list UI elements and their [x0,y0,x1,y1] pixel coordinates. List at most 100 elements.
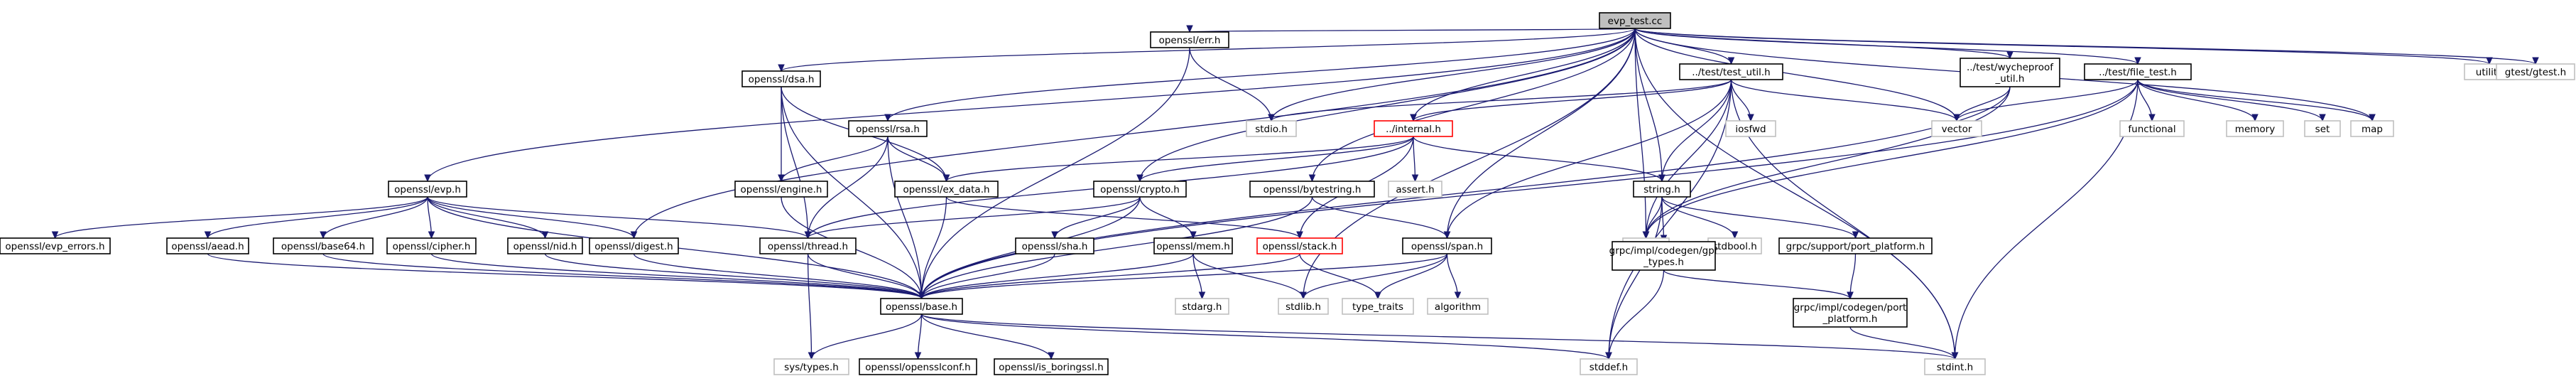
node-box [1427,298,1489,315]
dependency-edge [920,313,1609,360]
node-box [388,181,467,198]
dependency-edge [1192,253,1304,299]
node-exdata[interactable]: openssl/ex_data.h [894,181,999,198]
node-label: iosfwd [1735,124,1766,135]
dependency-edge [1413,28,1636,122]
dependency-edge [920,196,1313,299]
node-stringh[interactable]: string.h [1633,181,1691,198]
node-label: openssl/is_boringssl.h [999,362,1104,373]
node-nid[interactable]: openssl/nid.h [507,237,583,254]
node-span[interactable]: openssl/span.h [1402,237,1492,254]
node-assert: assert.h [1388,181,1442,198]
node-testutil[interactable]: ../test/test_util.h [1679,63,1783,80]
edge-arrowhead [51,231,59,240]
node-crypto[interactable]: openssl/crypto.h [1093,181,1187,198]
edge-arrowhead [1410,114,1417,122]
dependency-edge [633,28,1636,239]
edge-arrowhead [428,231,435,240]
node-label: evp_test.cc [1608,16,1663,27]
node-aead[interactable]: openssl/aead.h [166,237,249,254]
dependency-edge [781,86,923,299]
node-box [741,70,821,87]
node-bytestring[interactable]: openssl/bytestring.h [1249,181,1375,198]
dependency-edge [920,86,2011,299]
dependency-edge [207,196,428,239]
node-label: openssl/stack.h [1263,241,1337,252]
node-label: openssl/aead.h [171,241,244,252]
node-label: stdlib.h [1286,301,1321,313]
node-iosfwd: iosfwd [1725,120,1776,137]
dependency-edge [1634,28,2138,65]
node-codegenport[interactable]: grpc/impl/codegen/port_platform.h [1793,298,1908,328]
dependency-edge [920,196,947,299]
node-label: openssl/dsa.h [749,74,815,85]
node-isboring[interactable]: openssl/is_boringssl.h [994,358,1109,375]
node-portplat[interactable]: grpc/support/port_platform.h [1778,237,1933,254]
node-label: ../test/wycheproof [1967,62,2054,73]
node-label: stdbool.h [1712,241,1757,252]
node-stack[interactable]: openssl/stack.h [1256,237,1343,254]
edge-arrowhead [1443,231,1451,240]
dependency-edge [1645,79,2138,239]
edge-arrowhead [1268,114,1275,122]
edge-arrowhead [1605,352,1612,360]
dependency-edge [1139,28,1636,182]
dependency-edge [1413,79,1732,122]
dependency-edge [1446,79,1732,239]
node-label: ../test/file_test.h [2099,67,2177,78]
dependency-edge [807,253,813,360]
node-label: _util.h [1995,73,2025,85]
node-box [1778,237,1933,254]
node-thread[interactable]: openssl/thread.h [759,237,857,254]
node-engine[interactable]: openssl/engine.h [734,181,828,198]
dependency-edge [887,28,1636,122]
dependency-edge [54,196,428,239]
node-internal[interactable]: ../internal.h [1374,120,1453,137]
node-box [1402,237,1492,254]
node-filetest[interactable]: ../test/file_test.h [2084,63,2192,80]
node-cipher[interactable]: openssl/cipher.h [386,237,477,254]
node-evperrors[interactable]: openssl/evp_errors.h [0,237,111,254]
edge-arrowhead [1658,174,1665,183]
edge-arrowhead [778,174,785,183]
node-rsa[interactable]: openssl/rsa.h [848,120,928,137]
node-box [1633,181,1691,198]
dependency-edge [2137,79,2373,122]
node-label: openssl/digest.h [594,241,673,252]
dependency-edge [1849,326,1956,360]
edge-arrowhead [1953,114,1960,122]
node-box [386,237,477,254]
edge-arrowhead [1852,231,1859,240]
dependency-edge [1377,253,1448,299]
node-opensslconf[interactable]: openssl/opensslconf.h [859,358,977,375]
node-err[interactable]: openssl/err.h [1150,31,1229,48]
node-sha[interactable]: openssl/sha.h [1015,237,1094,254]
dependency-edge [1634,28,1957,122]
edge-arrowhead [1308,174,1316,183]
node-root[interactable]: evp_test.cc [1599,12,1671,29]
node-gprtypes[interactable]: grpc/impl/codegen/gpr_types.h [1609,241,1719,271]
node-evp[interactable]: openssl/evp.h [388,181,467,198]
dependency-edge [810,313,923,360]
dependency-edge [427,196,809,239]
node-label: openssl/thread.h [768,241,848,252]
node-label: grpc/support/port_platform.h [1786,241,1925,252]
node-base[interactable]: openssl/base.h [880,298,963,315]
node-dsa[interactable]: openssl/dsa.h [741,70,821,87]
node-label: grpc/impl/codegen/gpr [1609,245,1719,257]
dependency-edge [920,79,2138,299]
node-label: openssl/opensslconf.h [865,362,970,373]
node-base64[interactable]: openssl/base64.h [273,237,374,254]
node-label: openssl/err.h [1159,35,1221,46]
node-box [848,120,928,137]
node-wyche[interactable]: ../test/wycheproof_util.h [1960,58,2060,87]
dependency-edge [430,253,923,299]
dependency-edge [807,196,1141,239]
dependency-edge [887,136,947,182]
node-digest[interactable]: openssl/digest.h [589,237,679,254]
node-box [1960,58,2060,87]
dependency-edge [1299,253,1379,299]
node-box [2304,120,2341,137]
node-mem[interactable]: openssl/mem.h [1153,237,1233,254]
dependency-edge [1634,28,1647,239]
